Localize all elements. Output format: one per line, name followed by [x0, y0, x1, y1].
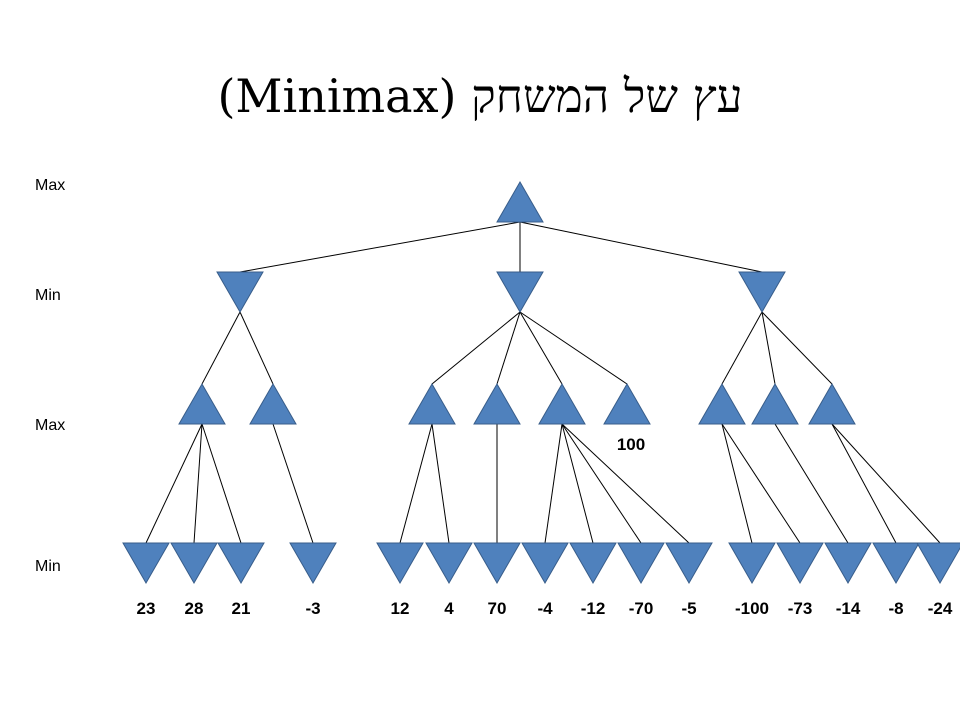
- max-node-n6: [408, 382, 456, 425]
- node-values: 100 23 28 21 -3 12 4 70 -4 -12 -70 -5 -100 -73 -14 -8 -2…: [137, 435, 953, 618]
- min-node-l11: [665, 542, 713, 585]
- edge-n12-l16: [831, 423, 941, 544]
- min-node-n2: [496, 271, 544, 314]
- max-node-n9: [603, 382, 651, 425]
- node-value-l5: 12: [391, 599, 410, 618]
- edge-n6-l6: [431, 423, 450, 544]
- node-value-l2: 28: [185, 599, 204, 618]
- min-node-l12: [728, 542, 776, 585]
- min-node-l16: [916, 542, 960, 585]
- edge-n10-l12: [721, 423, 753, 544]
- min-node-l8: [521, 542, 569, 585]
- node-value-l9: -12: [581, 599, 606, 618]
- node-value-l12: -100: [735, 599, 769, 618]
- node-value-l15: -8: [888, 599, 903, 618]
- level-label-3-min: Min: [35, 558, 61, 575]
- max-node-n4: [178, 382, 226, 425]
- max-node-n12: [808, 382, 856, 425]
- tree-edges: [145, 221, 941, 544]
- edge-n2-n7: [496, 311, 521, 385]
- min-node-l9: [569, 542, 617, 585]
- edge-n5-l4: [272, 423, 314, 544]
- edge-n2-n6: [431, 311, 521, 385]
- max-node-n8: [538, 382, 586, 425]
- edge-n1-n4: [201, 311, 241, 385]
- edge-n8-l10: [561, 423, 642, 544]
- edge-n4-l2: [193, 423, 203, 544]
- max-node-n0: [496, 180, 544, 223]
- min-node-n1: [216, 271, 264, 314]
- edge-n3-n11: [761, 311, 776, 385]
- min-node-l1: [122, 542, 170, 585]
- min-node-l2: [170, 542, 218, 585]
- node-value-l16: -24: [928, 599, 953, 618]
- min-node-l6: [425, 542, 473, 585]
- min-node-l3: [217, 542, 265, 585]
- edge-n3-n12: [761, 311, 833, 385]
- node-value-l3: 21: [232, 599, 251, 618]
- slide-title: עץ של המשחק (Minimax): [217, 69, 742, 123]
- min-node-l7: [473, 542, 521, 585]
- edge-n8-l8: [544, 423, 563, 544]
- node-value-l6: 4: [444, 599, 454, 618]
- max-node-n7: [473, 382, 521, 425]
- min-node-n3: [738, 271, 786, 314]
- level-label-0-max: Max: [35, 177, 65, 194]
- node-value-l10: -70: [629, 599, 654, 618]
- node-value-l1: 23: [137, 599, 156, 618]
- level-label-2-max: Max: [35, 417, 65, 434]
- min-node-l15: [872, 542, 920, 585]
- edge-n8-l9: [561, 423, 594, 544]
- edge-n12-l15: [831, 423, 897, 544]
- edge-n2-n9: [519, 311, 628, 385]
- edge-n4-l3: [201, 423, 242, 544]
- edge-n11-l14: [774, 423, 849, 544]
- node-value-l14: -14: [836, 599, 861, 618]
- min-node-l14: [824, 542, 872, 585]
- node-value-l8: -4: [537, 599, 553, 618]
- max-node-n10: [698, 382, 746, 425]
- tree-nodes: [122, 180, 960, 585]
- node-value-l13: -73: [788, 599, 813, 618]
- edge-n6-l5: [399, 423, 433, 544]
- edge-n0-n3: [519, 221, 763, 273]
- node-value-l4: -3: [305, 599, 320, 618]
- edge-n0-n1: [239, 221, 521, 273]
- min-node-l4: [289, 542, 337, 585]
- edge-n10-l13: [721, 423, 801, 544]
- node-value-l11: -5: [681, 599, 696, 618]
- level-label-1-min: Min: [35, 287, 61, 304]
- min-node-l10: [617, 542, 665, 585]
- edge-n8-l11: [561, 423, 690, 544]
- node-value-l7: 70: [488, 599, 507, 618]
- edge-n3-n10: [721, 311, 763, 385]
- node-value-n9: 100: [617, 435, 645, 454]
- edge-n4-l1: [145, 423, 203, 544]
- edge-n1-n5: [239, 311, 274, 385]
- min-node-l13: [776, 542, 824, 585]
- max-node-n5: [249, 382, 297, 425]
- edge-n2-n8: [519, 311, 563, 385]
- max-node-n11: [751, 382, 799, 425]
- min-node-l5: [376, 542, 424, 585]
